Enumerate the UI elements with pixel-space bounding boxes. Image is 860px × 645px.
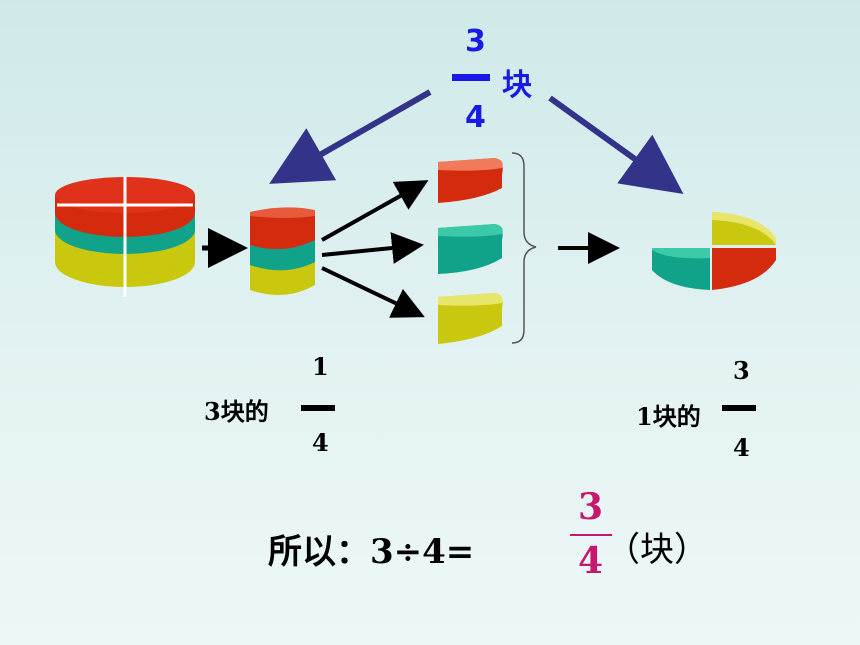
split-arrow-middle [321, 232, 424, 264]
right-denominator: 4 [733, 433, 750, 462]
top-unit: 块 [502, 68, 532, 103]
top-denominator: 4 [465, 100, 486, 135]
right-numerator: 3 [733, 356, 750, 385]
piece-red [438, 158, 503, 203]
blue-arrow-right [548, 95, 684, 195]
left-fraction-bar [301, 405, 335, 411]
conclusion-text: 所以：3÷4= [268, 532, 475, 572]
split-arrow-top [321, 180, 429, 242]
stacked-cake [55, 177, 195, 297]
conclusion-numerator: 3 [578, 486, 604, 528]
split-arrow-bottom [321, 266, 425, 318]
grouping-brace [511, 152, 537, 344]
quarter-stack [250, 207, 315, 295]
left-prefix: 3块的 [204, 397, 269, 426]
conclusion-fraction-bar [570, 534, 612, 536]
piece-yellow [438, 293, 503, 344]
conclusion-denominator: 4 [578, 540, 604, 582]
blue-arrow-left [269, 89, 432, 184]
right-prefix: 1块的 [636, 402, 701, 431]
conclusion-unit: （块） [606, 530, 708, 570]
left-denominator: 4 [312, 428, 329, 457]
right-fraction-bar [722, 405, 756, 411]
top-fraction-bar [452, 74, 490, 81]
left-numerator: 1 [312, 352, 329, 381]
piece-teal [438, 224, 503, 274]
top-numerator: 3 [465, 24, 486, 59]
three-quarter-disc [652, 212, 776, 290]
